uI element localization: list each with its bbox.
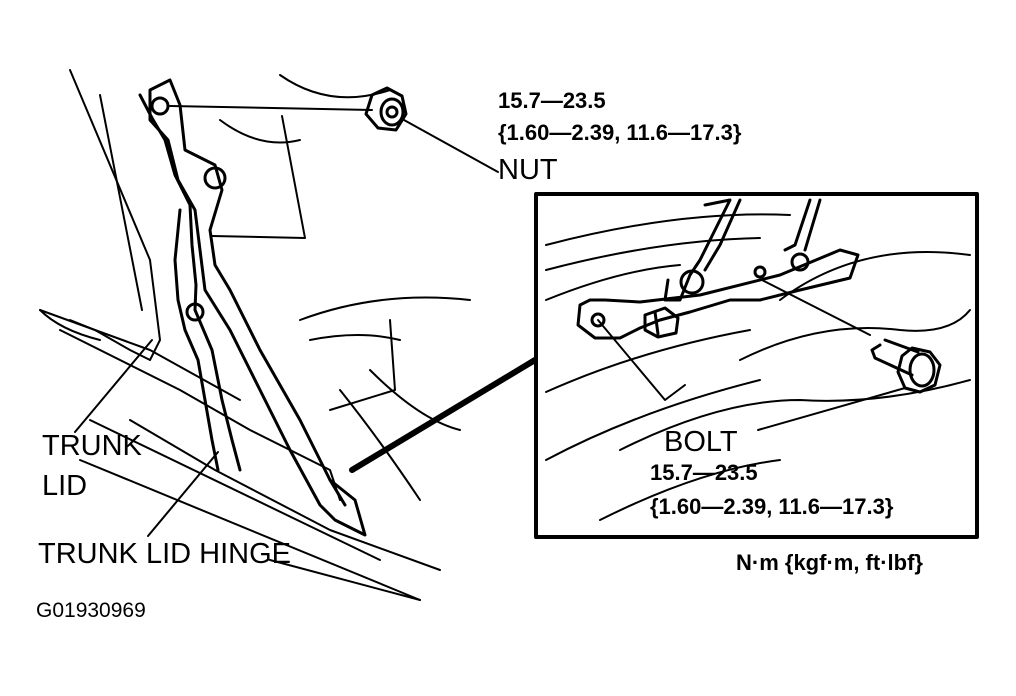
bolt-icon [870,338,942,394]
nut-leaders [169,105,499,239]
hinge-pin [185,302,205,322]
bolt-torque-value: 15.7—23.5 [650,460,758,485]
detail-illustration [545,213,971,521]
trunk-lid-panel [39,69,471,601]
nut-label: NUT [498,154,558,186]
nut-icon [364,86,408,132]
trunk-lid-label-line1: TRUNK [42,430,142,462]
nut-torque-value: 15.7—23.5 [498,88,606,113]
hinge-stud-hole [150,96,170,116]
bolt-leaders [597,279,906,431]
detail-callout-line [349,357,538,473]
figure-code: G01930969 [36,599,146,622]
bolt-torque-conversions: {1.60—2.39, 11.6—17.3} [650,494,894,519]
trunk-lid-label-line2: LID [42,470,88,502]
detail-hinge-arm [576,198,860,340]
trunk-lid-hinge-label: TRUNK LID HINGE [38,538,291,570]
torque-units-note: N·m {kgf·m, ft·lbf} [736,550,923,575]
trunk-lid-leader [74,339,153,433]
trunk-lid-hinge-leader [147,451,219,537]
nut-torque-conversions: {1.60—2.39, 11.6—17.3} [498,120,742,145]
bolt-label: BOLT [664,426,738,458]
detail-box [534,192,979,539]
hinge-pivot [203,166,227,190]
